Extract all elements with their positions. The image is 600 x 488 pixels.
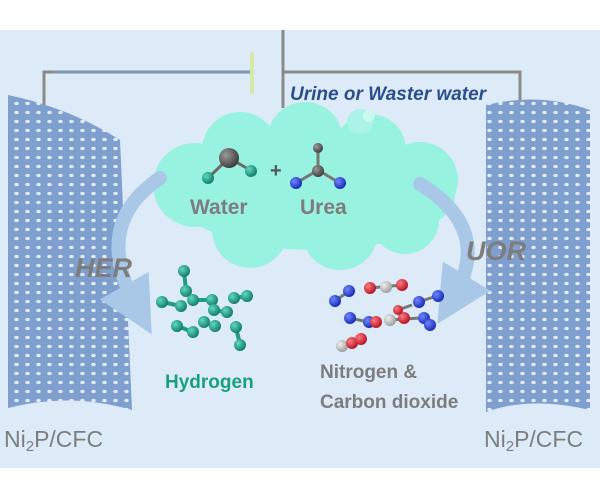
electrode-right-prefix: Ni xyxy=(484,426,506,452)
electrode-label-right: Ni2P/CFC xyxy=(484,426,583,455)
hydrogen-atoms xyxy=(156,265,253,351)
co2-molecules xyxy=(336,279,410,352)
urea-label: Urea xyxy=(300,196,347,219)
uor-arrow xyxy=(413,177,491,324)
right-electrode xyxy=(486,99,590,412)
hydrogen-label: Hydrogen xyxy=(165,372,254,393)
her-arrow xyxy=(99,171,167,335)
water-label: Water xyxy=(190,196,248,219)
uor-label: UOR xyxy=(466,236,526,266)
urea-molecule xyxy=(290,143,346,189)
electrode-right-suffix: P/CFC xyxy=(514,426,584,452)
electrode-label-left: Ni2P/CFC xyxy=(4,426,103,455)
electrode-right-subscript: 2 xyxy=(505,438,515,455)
electrode-left-suffix: P/CFC xyxy=(34,426,104,452)
source-label: Urine or Waster water xyxy=(290,84,487,105)
plus-sign: + xyxy=(270,160,282,182)
water-molecule xyxy=(202,148,257,184)
electrode-left-prefix: Ni xyxy=(4,426,26,452)
electrode-left-subscript: 2 xyxy=(25,438,35,455)
nitrogen-molecules xyxy=(329,285,444,331)
her-label: HER xyxy=(75,253,133,283)
products-label-line2: Carbon dioxide xyxy=(320,392,459,413)
products-label-line1: Nitrogen & xyxy=(320,362,418,383)
